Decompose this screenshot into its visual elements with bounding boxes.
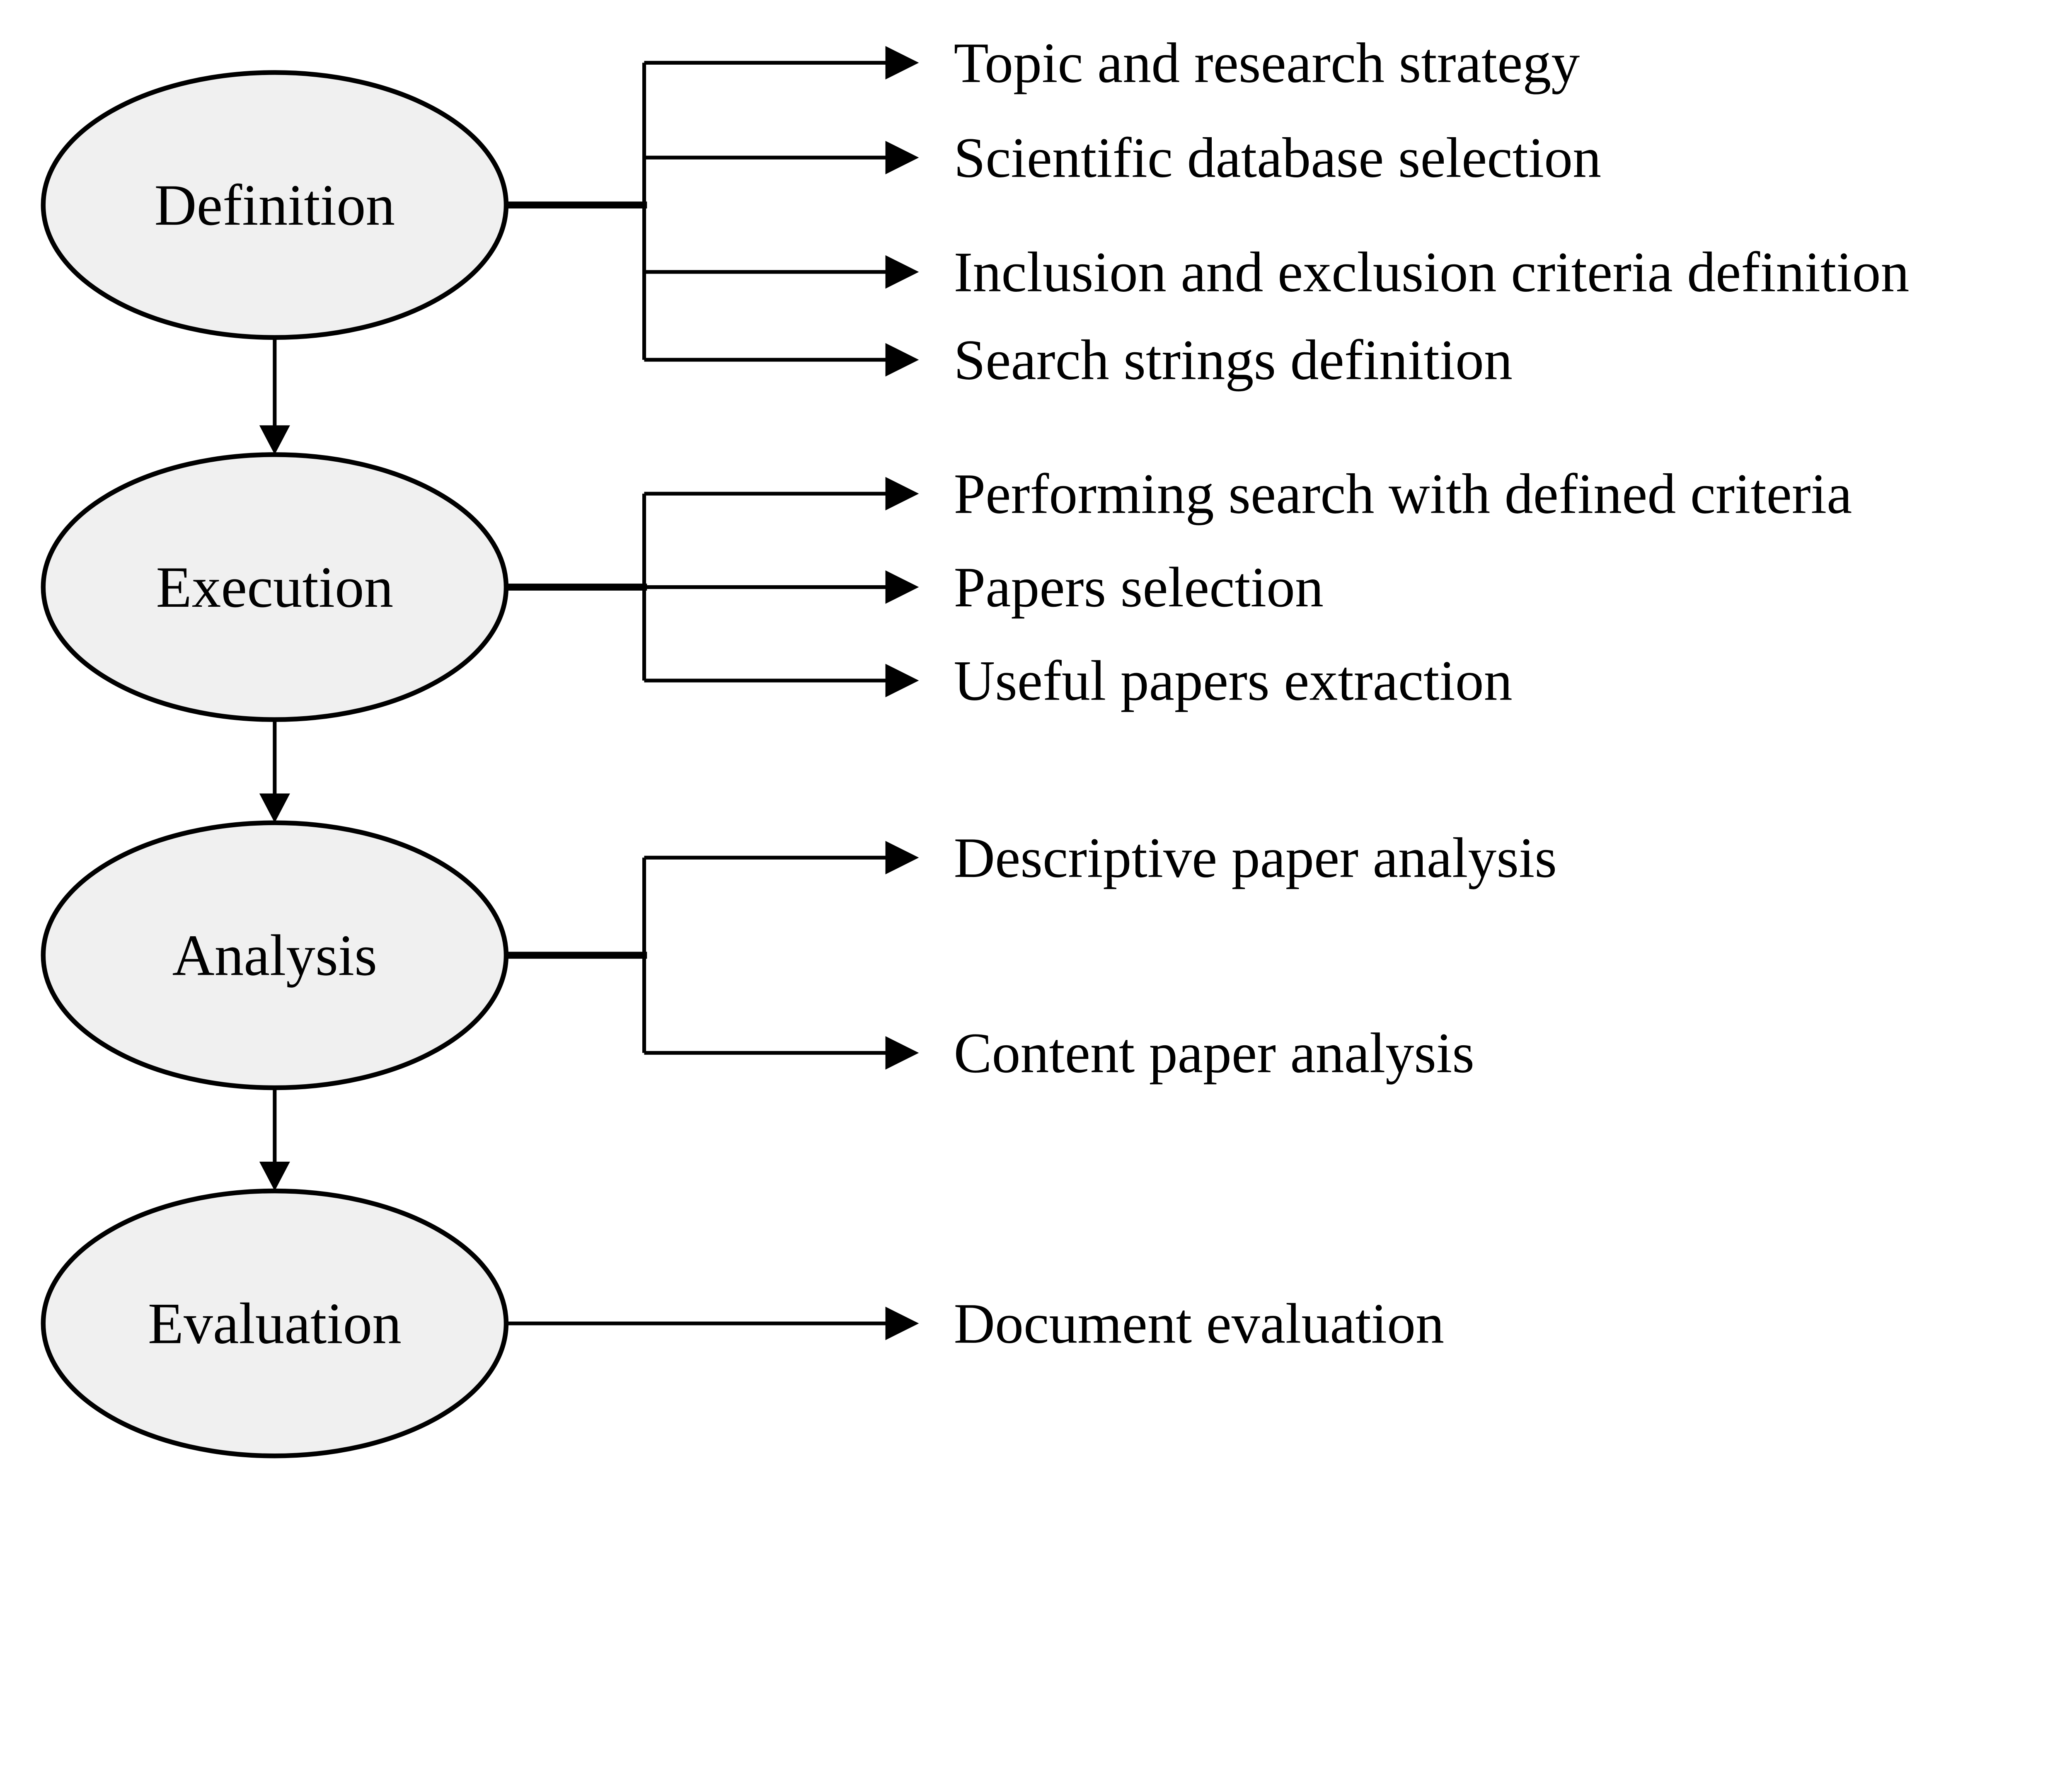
right-arrowhead-icon (885, 46, 919, 80)
item-label: Document evaluation (954, 1292, 1444, 1355)
methodology-flow-diagram: Definition Topic and research strategy S… (41, 31, 1910, 1458)
stage-label-execution: Execution (156, 555, 393, 620)
down-arrowhead-icon (259, 793, 290, 823)
item-label: Useful papers extraction (954, 649, 1512, 712)
right-arrowhead-icon (885, 141, 919, 174)
flow-arrow-definition-to-execution (259, 337, 290, 455)
item-label: Papers selection (954, 555, 1324, 619)
item-label: Performing search with defined criteria (954, 462, 1852, 526)
item-label: Content paper analysis (954, 1021, 1474, 1085)
stage-execution: Execution Performing search with defined… (41, 452, 1852, 722)
right-arrowhead-icon (885, 255, 919, 289)
down-arrowhead-icon (259, 425, 290, 455)
flow-arrow-analysis-to-evaluation (259, 1088, 290, 1191)
flow-arrow-execution-to-analysis (259, 719, 290, 823)
stage-analysis: Analysis Descriptive paper analysis Cont… (41, 820, 1557, 1090)
item-label: Search strings definition (954, 328, 1512, 392)
right-arrowhead-icon (885, 1036, 919, 1070)
right-arrowhead-icon (885, 343, 919, 377)
item-label: Inclusion and exclusion criteria definit… (954, 240, 1909, 304)
stage-label-evaluation: Evaluation (148, 1291, 402, 1356)
stage-label-analysis: Analysis (172, 923, 378, 988)
right-arrowhead-icon (885, 841, 919, 875)
stage-definition: Definition Topic and research strategy S… (41, 31, 1909, 392)
right-arrowhead-icon (885, 570, 919, 604)
right-arrowhead-icon (885, 477, 919, 511)
stage-label-definition: Definition (154, 172, 395, 237)
item-label: Topic and research strategy (954, 31, 1580, 94)
item-label: Scientific database selection (954, 126, 1601, 189)
item-label: Descriptive paper analysis (954, 826, 1556, 889)
right-arrowhead-icon (885, 664, 919, 698)
down-arrowhead-icon (259, 1161, 290, 1191)
right-arrowhead-icon (885, 1306, 919, 1340)
stage-evaluation: Evaluation Document evaluation (41, 1188, 1444, 1458)
